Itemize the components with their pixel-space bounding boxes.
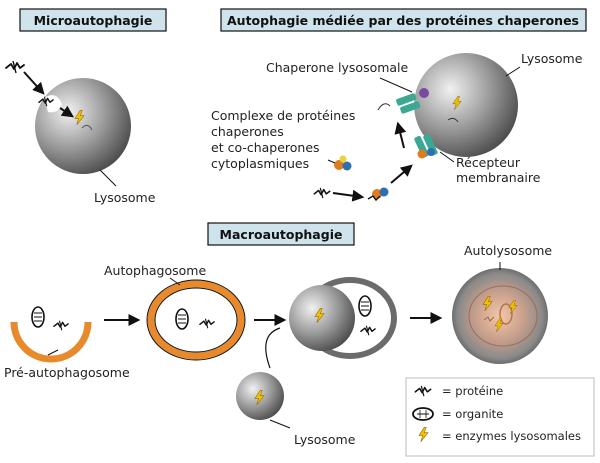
legend: = protéine = organite = enzymes lysosoma… [405, 377, 595, 457]
header-cma: Autophagie médiée par des protéines chap… [220, 8, 587, 32]
legend-enzymes: = enzymes lysosomales [442, 429, 581, 443]
label-pre-autophagosome: Pré-autophagosome [4, 365, 130, 380]
fusion-complex [289, 277, 397, 359]
header-cma-text: Autophagie médiée par des protéines chap… [227, 13, 579, 28]
label-complex-line3: et co-chaperones [211, 140, 320, 155]
micro-section: Lysosome [5, 60, 156, 205]
chaperone-lysosomal-dot [419, 88, 429, 98]
cma-section: Lysosome Chaperone lysosomale Récepteur … [211, 51, 583, 202]
pre-autophagosome-membrane [10, 321, 92, 363]
label-lysosome-micro: Lysosome [94, 190, 156, 205]
macro-section: Pré-autophagosome Autophagosome [4, 243, 552, 447]
chaperone-protein-bound-icon [367, 187, 389, 202]
label-complex-line4: cytoplasmiques [211, 156, 309, 171]
label-autophagosome: Autophagosome [104, 263, 206, 278]
autophagosome [147, 280, 245, 360]
membrane-receptor-top [377, 88, 462, 123]
legend-organelle: = organite [442, 407, 503, 421]
protein-icon [313, 187, 331, 199]
label-complex-line2: chaperones [211, 124, 284, 139]
label-lysosome-cma: Lysosome [521, 51, 583, 66]
micro-lysosome [35, 78, 131, 174]
label-autolysosome: Autolysosome [464, 243, 552, 258]
header-micro-text: Microautophagie [34, 13, 153, 28]
label-receptor-line2: membranaire [456, 170, 541, 185]
cma-lysosome [414, 53, 518, 157]
membrane-receptor-bottom [414, 133, 438, 159]
protein-icon [53, 320, 69, 331]
label-receptor-line1: Récepteur [456, 155, 521, 170]
header-macro-text: Macroautophagie [220, 227, 343, 242]
label-complex-line1: Complexe de protéines [211, 108, 355, 123]
autolysosome [452, 268, 548, 364]
label-lysosome-macro: Lysosome [294, 432, 356, 447]
legend-protein: = protéine [442, 384, 503, 398]
fusing-lysosome [289, 285, 355, 351]
cma-arrow-up [394, 121, 407, 149]
header-microautophagie: Microautophagie [19, 8, 167, 32]
header-macroautophagie: Macroautophagie [207, 222, 355, 246]
label-chaperone-lysosomal: Chaperone lysosomale [266, 60, 409, 75]
chaperone-complex-icon [334, 155, 352, 171]
protein-icon [5, 60, 25, 74]
